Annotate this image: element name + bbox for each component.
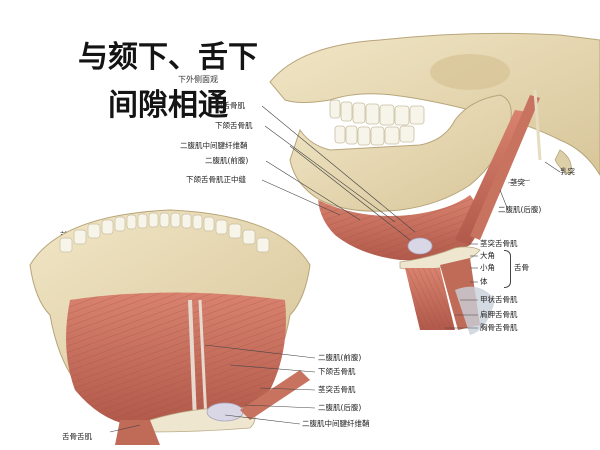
label-hyoid-body: 体 — [480, 277, 488, 286]
lateral-skull — [269, 32, 600, 335]
label-omohyoid: 肩胛舌骨肌 — [480, 310, 518, 319]
label-greater-horn: 大角 — [480, 251, 495, 260]
label-ant-hyoglossus: 舌骨舌肌 — [62, 432, 92, 441]
label-mastoid: 乳突 — [560, 167, 575, 176]
title-line-1: 与颏下、舌下 — [78, 40, 258, 75]
label-stylohyoid: 茎突舌骨肌 — [480, 239, 518, 248]
title-line-2: 间隙相通 — [108, 88, 228, 123]
label-ant-stylohyoid: 茎突舌骨肌 — [318, 385, 356, 394]
leader-lines-anterior — [109, 344, 316, 433]
label-mylohyoid: 下颌舌骨肌 — [215, 121, 253, 130]
label-digastric-tendon-sheath: 二腹肌中间腱纤维鞘 — [180, 141, 248, 150]
hyoid-bracket — [504, 250, 511, 288]
label-ant-digastric-posterior: 二腹肌(后腹) — [318, 403, 362, 412]
label-digastric-posterior: 二腹肌(后腹) — [498, 205, 542, 214]
anterior-mandible — [29, 209, 311, 445]
page-title: 与颏下、舌下 间隙相通 — [58, 34, 278, 130]
leader-lines-lateral — [261, 105, 561, 329]
label-hyoid: 舌骨 — [514, 263, 529, 272]
label-mylohyoid-raphe: 下颌舌骨肌正中缝 — [186, 175, 246, 184]
label-lesser-horn: 小角 — [480, 263, 495, 272]
lateral-view-label: 下外侧面观 — [178, 75, 218, 84]
label-sternohyoid: 胸骨舌骨肌 — [480, 323, 518, 332]
label-thyrohyoid: 甲状舌骨肌 — [480, 295, 518, 304]
label-styloid: 茎突 — [510, 178, 525, 187]
label-digastric-anterior: 二腹肌(前腹) — [205, 156, 249, 165]
label-ant-digastric-anterior: 二腹肌(前腹) — [318, 353, 362, 362]
label-ant-tendon-sheath: 二腹肌中间腱纤维鞘 — [302, 419, 370, 428]
label-geniohyoid: 颏舌骨肌 — [215, 101, 245, 110]
label-ant-mylohyoid: 下颌舌骨肌 — [318, 367, 356, 376]
